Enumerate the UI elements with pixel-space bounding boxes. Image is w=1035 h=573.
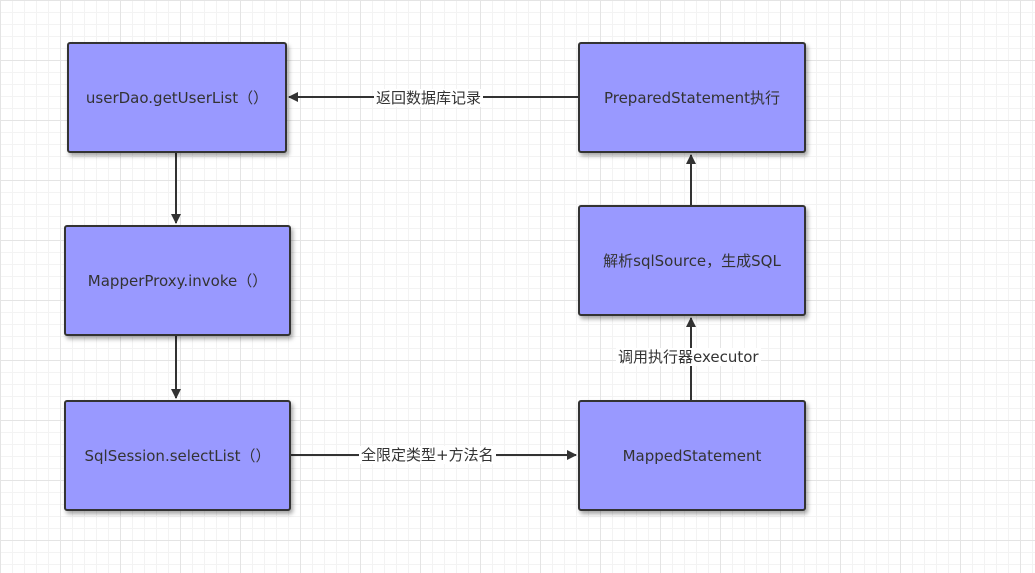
node-mapperproxy-invoke: MapperProxy.invoke（） [64,225,291,336]
label-call-executor: 调用执行器executor [616,348,761,366]
node-parse-sqlsource: 解析sqlSource，生成SQL [578,205,806,316]
node-mappedstatement: MappedStatement [578,400,806,511]
label-qualified-name: 全限定类型+方法名 [359,446,496,464]
label-return-records: 返回数据库记录 [374,89,484,107]
node-preparedstatement: PreparedStatement执行 [578,42,806,153]
node-userdao-getuserlist: userDao.getUserList（） [67,42,287,153]
node-sqlsession-selectlist: SqlSession.selectList（） [64,400,291,511]
